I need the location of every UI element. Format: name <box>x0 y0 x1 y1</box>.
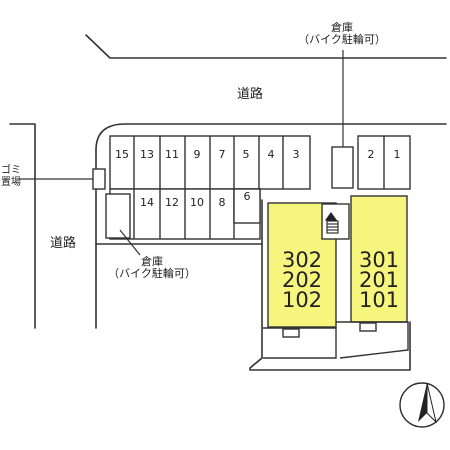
parking-space-7: 7 <box>219 148 226 161</box>
entrance-left <box>282 328 300 338</box>
storage-top-title: 倉庫 <box>331 21 353 34</box>
storage-bottom-title: 倉庫 <box>141 255 163 268</box>
unit-302: 302 <box>281 248 323 272</box>
parking-space-12: 12 <box>165 196 179 209</box>
garbage-area-label: ゴミ置場 <box>1 165 21 188</box>
property-bottom-edge <box>249 243 411 371</box>
storage-bottom-note: （バイク駐輪可） <box>108 267 196 281</box>
property-left-edge <box>95 149 263 245</box>
north-arrow-icon <box>399 382 445 428</box>
building-right-base <box>336 321 409 359</box>
building-left-base <box>263 327 337 359</box>
storage-top-label: 倉庫 （バイク駐輪可） <box>290 21 394 47</box>
road-left-label: 道路 <box>49 236 76 251</box>
unit-301: 301 <box>358 248 400 272</box>
building-left-units: 302 202 102 <box>270 248 334 312</box>
parking-space-1: 1 <box>394 148 401 161</box>
storage-bottom-leader <box>119 229 141 256</box>
building-right-units: 301 201 101 <box>351 248 407 312</box>
parking-space-11: 11 <box>165 148 179 161</box>
parking-space-3: 3 <box>293 148 300 161</box>
property-top-edge <box>95 123 447 151</box>
entrance-right <box>359 322 377 332</box>
parking-space-5: 5 <box>243 148 250 161</box>
parking-space-6-box <box>233 188 261 224</box>
storage-box-top <box>331 146 354 189</box>
road-left-edge-outer <box>9 123 36 329</box>
building-right <box>350 195 408 323</box>
road-top-edge <box>85 34 447 59</box>
parking-space-9: 9 <box>194 148 201 161</box>
parking-space-2: 2 <box>368 148 375 161</box>
garbage-box <box>92 168 106 190</box>
parking-space-15: 15 <box>115 148 129 161</box>
unit-102: 102 <box>281 288 323 312</box>
storage-bottom-label: 倉庫 （バイク駐輪可） <box>100 255 204 281</box>
parking-space-14: 14 <box>140 196 154 209</box>
stairs-icon <box>324 212 339 234</box>
storage-box-bottom <box>105 193 131 239</box>
unit-201: 201 <box>358 268 400 292</box>
road-top-label: 道路 <box>236 87 263 102</box>
parking-space-8: 8 <box>219 196 226 209</box>
parking-space-13: 13 <box>140 148 154 161</box>
unit-101: 101 <box>358 288 400 312</box>
parking-space-10: 10 <box>190 196 204 209</box>
parking-space-6: 6 <box>244 190 251 203</box>
unit-202: 202 <box>281 268 323 292</box>
storage-top-note: （バイク駐輪可） <box>298 33 386 47</box>
parking-space-4: 4 <box>268 148 275 161</box>
